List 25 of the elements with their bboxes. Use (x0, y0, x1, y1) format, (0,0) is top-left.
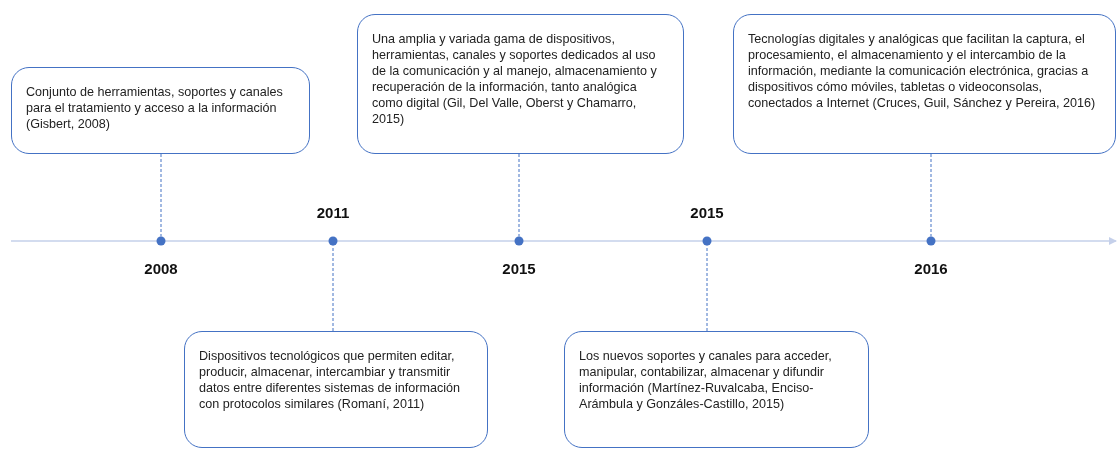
year-label: 2015 (690, 204, 724, 221)
callout-box (357, 14, 684, 154)
callout-box (564, 331, 869, 448)
dashed-connector (332, 245, 334, 332)
year-label: 2011 (316, 204, 350, 221)
dashed-connector (160, 153, 162, 237)
description-text: Los nuevos soportes y canales para acceder, manipular, contabilizar, almacenar y difundir información (Martínez-Ruvalcaba, Enciso-Arámbula y Gonzáles-Castillo, 2015) (579, 348, 833, 412)
timeline-dot (156, 236, 166, 246)
dashed-connector (930, 153, 932, 237)
year-label: 2016 (914, 260, 948, 277)
dashed-connector (706, 245, 708, 332)
dashed-connector (518, 153, 520, 237)
description-text: Dispositivos tecnológicos que permiten editar, producir, almacenar, intercambiar y transmitir datos entre diferentes sistemas de información con protocolos similares (Romaní, 2011) (199, 348, 462, 412)
timeline-dot (702, 236, 712, 246)
description-text: Conjunto de herramientas, soportes y canales para el tratamiento y acceso a la información (Gisbert, 2008) (26, 84, 284, 132)
description-text: Tecnologías digitales y analógicas que facilitan la captura, el procesamiento, el almacenamiento y el intercambio de la información, mediante la comunicación electrónica, gracias a dispositivos cómo móviles, tabletas o videoconsolas, conectados a Internet (Cruces, Guil, Sánchez y Pereira, 2016) (748, 31, 1097, 111)
timeline-dot (514, 236, 524, 246)
year-label: 2015 (502, 260, 536, 277)
year-label: 2008 (144, 260, 178, 277)
callout-box (11, 67, 310, 154)
timeline-dot (926, 236, 936, 246)
description-text: Una amplia y variada gama de dispositivos, herramientas, canales y soportes dedicados al uso de la comunicación y al manejo, almacenamiento y recuperación de la información, tanto analógica como digital (Gil, Del Valle, Oberst y Chamarro, 2015) (372, 31, 658, 127)
callout-box (184, 331, 488, 448)
callout-box (733, 14, 1116, 154)
timeline-dot (328, 236, 338, 246)
